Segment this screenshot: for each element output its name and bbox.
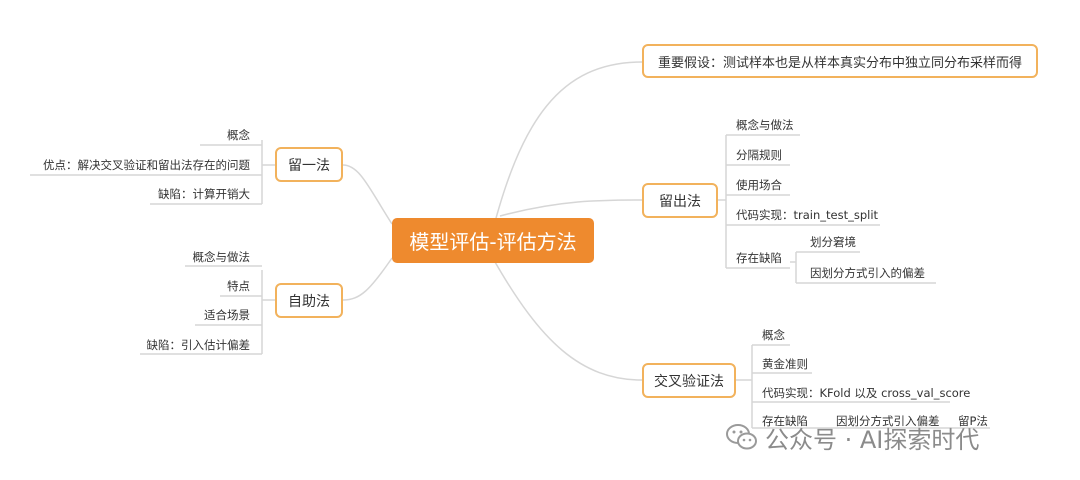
liuchu-defect[interactable]: 因划分方式引入的偏差: [810, 266, 925, 280]
zizhu-item[interactable]: 特点: [227, 279, 250, 293]
jiaocha-defect[interactable]: 因划分方式引入偏差: [836, 414, 940, 428]
liuchu-item[interactable]: 存在缺陷: [736, 251, 782, 265]
jiaocha-item[interactable]: 代码实现：KFold 以及 cross_val_score: [762, 386, 971, 400]
jiaocha-item[interactable]: 黄金准则: [762, 357, 808, 371]
zizhu-item[interactable]: 适合场景: [204, 308, 250, 322]
link-liuchu: [499, 199, 643, 217]
liuchu-item[interactable]: 概念与做法: [736, 118, 794, 132]
liuyi-node[interactable]: 留一法: [275, 147, 343, 182]
jiaocha-item[interactable]: 概念: [762, 328, 785, 342]
zizhu-item[interactable]: 缺陷：引入估计偏差: [146, 338, 251, 352]
jiaocha-defect[interactable]: 留P法: [958, 414, 988, 428]
liuyi-item[interactable]: 缺陷：计算开销大: [158, 187, 250, 201]
liuchu-item[interactable]: 代码实现：train_test_split: [736, 208, 879, 222]
jiaocha-node[interactable]: 交叉验证法: [642, 363, 736, 398]
zizhu-item[interactable]: 概念与做法: [192, 250, 251, 264]
link-liuyi: [342, 164, 393, 225]
link-assumption: [489, 61, 643, 242]
wechat-icon: [726, 424, 757, 450]
liuchu-defect[interactable]: 划分窘境: [810, 235, 856, 249]
liuyi-item[interactable]: 概念: [227, 128, 250, 142]
liuchu-item[interactable]: 分隔规则: [736, 148, 782, 162]
liuchu-item[interactable]: 使用场合: [736, 178, 782, 192]
liuyi-item[interactable]: 优点：解决交叉验证和留出法存在的问题: [43, 158, 250, 172]
watermark-text: 公众号 · AI探索时代: [765, 425, 980, 454]
zizhu-node[interactable]: 自助法: [275, 283, 343, 318]
link-zizhu: [342, 257, 393, 301]
watermark: 公众号 · AI探索时代: [725, 420, 1055, 454]
central-topic[interactable]: 模型评估-评估方法: [392, 218, 594, 263]
liuchu-node[interactable]: 留出法: [642, 183, 718, 218]
jiaocha-item[interactable]: 存在缺陷: [762, 414, 808, 428]
assumption-node[interactable]: 重要假设：测试样本也是从样本真实分布中独立同分布采样而得: [642, 44, 1038, 78]
link-jiaocha: [494, 261, 643, 381]
